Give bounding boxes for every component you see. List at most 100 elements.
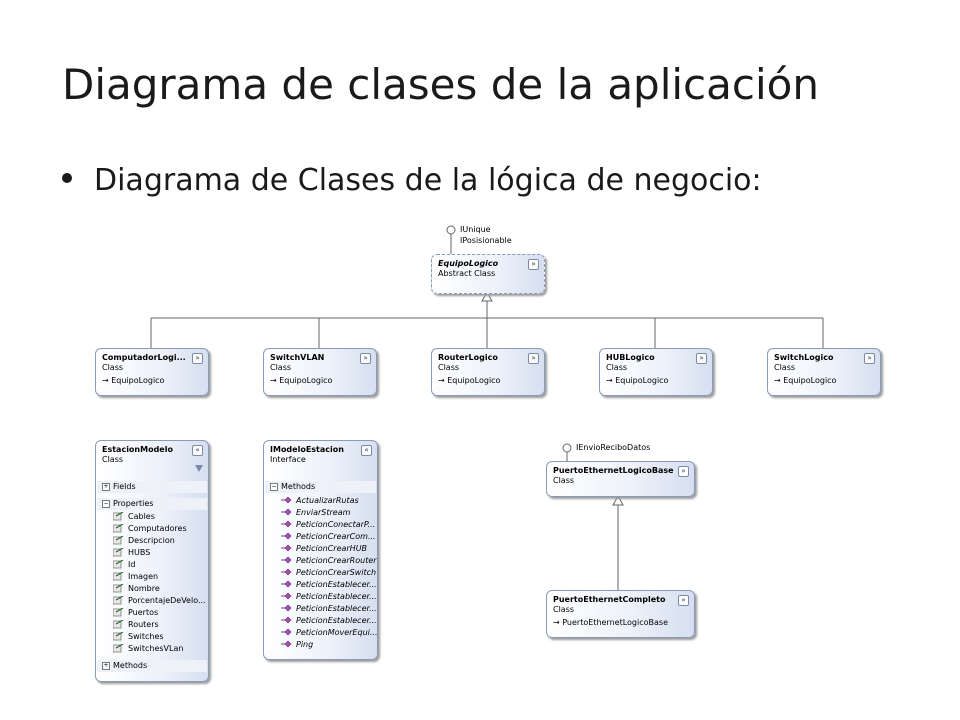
interface-name: IModeloEstacion (270, 445, 344, 454)
interface-imodeloestacion[interactable]: IModeloEstacion Interface « − Methods Ac… (263, 440, 378, 660)
class-switchlogico[interactable]: SwitchLogico Class → EquipoLogico » (767, 348, 881, 396)
property-icon (113, 608, 124, 617)
class-kind: Class (774, 363, 796, 372)
double-chevron-icon[interactable]: » (696, 353, 707, 364)
double-chevron-icon[interactable]: » (360, 353, 371, 364)
property-item[interactable]: Nombre (128, 584, 160, 593)
property-item[interactable]: Routers (128, 620, 159, 629)
method-icon (281, 628, 292, 636)
double-chevron-up-icon[interactable]: « (192, 445, 203, 456)
property-item[interactable]: SwitchesVLan (128, 644, 184, 653)
methods-section[interactable]: − Methods (265, 481, 376, 493)
property-icon (113, 536, 124, 545)
class-base: → PuertoEthernetLogicoBase (553, 618, 668, 627)
class-name: RouterLogico (438, 353, 498, 362)
class-name: SwitchLogico (774, 353, 834, 362)
method-item[interactable]: ActualizarRutas (296, 496, 359, 505)
class-kind: Class (553, 605, 575, 614)
puerto-inheritance-arrow (612, 494, 624, 506)
property-icon (113, 572, 124, 581)
class-base: → EquipoLogico (774, 376, 837, 385)
collapse-icon[interactable]: − (270, 483, 278, 491)
expand-icon[interactable]: + (102, 483, 110, 491)
class-name: PuertoEthernetCompleto (553, 595, 666, 604)
interface-label-iposisionable: IPosisionable (460, 236, 512, 245)
method-item[interactable]: PeticionEstablecer... (296, 616, 377, 625)
property-item[interactable]: Cables (128, 512, 155, 521)
method-item[interactable]: PeticionCrearSwitch (296, 568, 377, 577)
filter-icon[interactable] (195, 465, 203, 472)
class-switchvlan[interactable]: SwitchVLAN Class → EquipoLogico » (263, 348, 377, 396)
class-kind: Abstract Class (438, 269, 496, 278)
interface-label-iunique: IUnique (460, 225, 491, 234)
property-icon (113, 632, 124, 641)
class-base: → EquipoLogico (270, 376, 333, 385)
method-item[interactable]: PeticionCrearCom... (296, 532, 376, 541)
class-computadorlogico[interactable]: ComputadorLogi... Class → EquipoLogico » (95, 348, 209, 396)
property-item[interactable]: Descripcion (128, 536, 175, 545)
property-item[interactable]: Imagen (128, 572, 159, 581)
method-item[interactable]: PeticionEstablecer... (296, 580, 377, 589)
method-item[interactable]: PeticionConectarP... (296, 520, 376, 529)
class-kind: Class (102, 455, 124, 464)
double-chevron-icon[interactable]: » (678, 466, 689, 477)
method-item[interactable]: PeticionMoverEqui... (296, 628, 378, 637)
properties-section[interactable]: − Properties (97, 498, 207, 510)
class-estacionmodelo[interactable]: EstacionModelo Class « + Fields − Proper… (95, 440, 209, 682)
methods-section[interactable]: + Methods (97, 660, 207, 672)
property-icon (113, 524, 124, 533)
property-item[interactable]: Switches (128, 632, 164, 641)
property-icon (113, 644, 124, 653)
method-icon (281, 592, 292, 600)
method-icon (281, 640, 292, 648)
double-chevron-icon[interactable]: » (528, 259, 539, 270)
interface-kind: Interface (270, 455, 306, 464)
bullet-text: Diagrama de Clases de la lógica de negoc… (94, 163, 762, 198)
property-icon (113, 512, 124, 521)
method-item[interactable]: PeticionEstablecer... (296, 592, 377, 601)
class-puertoethernetlogicobase[interactable]: PuertoEthernetLogicoBase Class » (546, 461, 695, 497)
fields-section[interactable]: + Fields (97, 481, 207, 493)
method-icon (281, 520, 292, 528)
property-item[interactable]: PorcentajeDeVelo... (128, 596, 206, 605)
class-equipologico[interactable]: EquipoLogico Abstract Class » (431, 254, 545, 294)
section-label: Fields (113, 482, 136, 491)
method-icon (281, 496, 292, 504)
method-item[interactable]: Ping (296, 640, 314, 649)
interface-label-ienviorecibodatos: IEnvioReciboDatos (576, 443, 651, 452)
property-icon (113, 560, 124, 569)
method-item[interactable]: PeticionCrearHUB (296, 544, 368, 553)
method-icon (281, 616, 292, 624)
slide-title: Diagrama de clases de la aplicación (62, 60, 819, 109)
class-name: HUBLogico (606, 353, 655, 362)
method-item[interactable]: PeticionEstablecer... (296, 604, 377, 613)
puerto-lollipop-icon (562, 443, 572, 453)
property-item[interactable]: Computadores (128, 524, 187, 533)
class-base: → EquipoLogico (606, 376, 669, 385)
class-name: PuertoEthernetLogicoBase (553, 466, 674, 475)
double-chevron-icon[interactable]: » (192, 353, 203, 364)
property-icon (113, 548, 124, 557)
method-item[interactable]: EnviarStream (296, 508, 351, 517)
property-item[interactable]: HUBS (128, 548, 151, 557)
double-chevron-icon[interactable]: » (864, 353, 875, 364)
class-kind: Class (270, 363, 292, 372)
double-chevron-icon[interactable]: » (528, 353, 539, 364)
property-item[interactable]: Id (128, 560, 136, 569)
class-kind: Class (438, 363, 460, 372)
collapse-icon[interactable]: − (102, 500, 110, 508)
class-puertoethernetcompleto[interactable]: PuertoEthernetCompleto Class → PuertoEth… (546, 590, 695, 638)
expand-icon[interactable]: + (102, 662, 110, 670)
double-chevron-icon[interactable]: » (678, 595, 689, 606)
class-hublogico[interactable]: HUBLogico Class → EquipoLogico » (599, 348, 713, 396)
class-routerlogico[interactable]: RouterLogico Class → EquipoLogico » (431, 348, 545, 396)
double-chevron-up-icon[interactable]: « (361, 445, 372, 456)
property-item[interactable]: Puertos (128, 608, 159, 617)
class-kind: Class (553, 476, 575, 485)
class-kind: Class (102, 363, 124, 372)
class-name: ComputadorLogi... (102, 353, 186, 362)
method-item[interactable]: PeticionCrearRouter (296, 556, 377, 565)
bullet-dot (62, 173, 72, 183)
method-icon (281, 568, 292, 576)
